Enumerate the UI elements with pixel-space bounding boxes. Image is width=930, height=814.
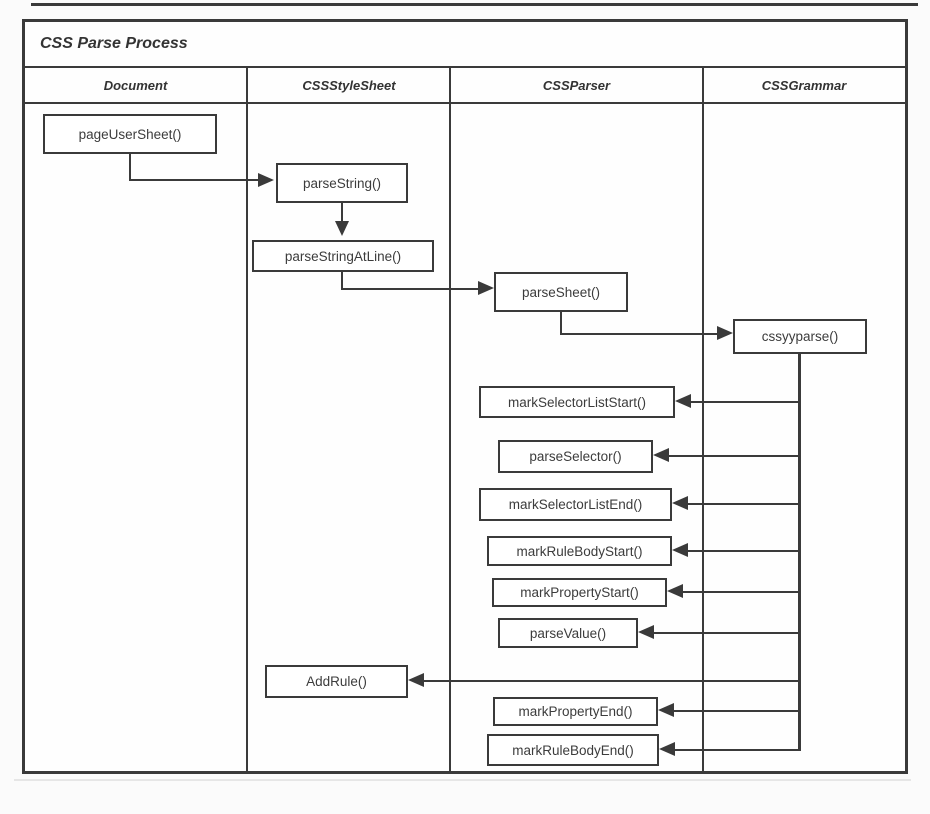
node-parsestringatline: parseStringAtLine() (252, 240, 434, 272)
node-cssyyparse: cssyyparse() (733, 319, 867, 354)
edge-cssyyparse-markselectorlistend-segment (688, 503, 800, 505)
edge-cssyyparse-parseselector-segment (669, 455, 800, 457)
edge-pageusersheet-parsestring-segment (129, 179, 260, 181)
node-parseselector: parseSelector() (498, 440, 653, 473)
node-addrule: AddRule() (265, 665, 408, 698)
arrowhead-left-icon (653, 448, 669, 462)
node-pageusersheet: pageUserSheet() (43, 114, 217, 154)
node-markpropertystart: markPropertyStart() (492, 578, 667, 607)
node-markpropertyend: markPropertyEnd() (493, 697, 658, 726)
edge-cssyyparse-addrule-segment (424, 680, 800, 682)
arrowhead-left-icon (659, 742, 675, 756)
arrowhead-left-icon (672, 496, 688, 510)
node-parsevalue: parseValue() (498, 618, 638, 648)
node-markselectorlistend: markSelectorListEnd() (479, 488, 672, 521)
node-parsesheet: parseSheet() (494, 272, 628, 312)
edge-pageusersheet-parsestring-segment (129, 153, 131, 181)
arrowhead-left-icon (672, 543, 688, 557)
lane-divider (246, 66, 248, 771)
edge-parsestringatline-parsesheet-segment (341, 270, 343, 290)
frame-shadow (14, 779, 911, 781)
edge-cssyyparse-parsevalue-segment (654, 632, 800, 634)
edge-cssyyparse-markpropertyend-segment (674, 710, 800, 712)
title-divider (25, 66, 905, 68)
node-parsestring: parseString() (276, 163, 408, 203)
edge-parsesheet-cssyyparse-segment (560, 310, 562, 335)
edge-cssyyparse-markselectorliststart-segment (691, 401, 800, 403)
edge-parsestringatline-parsesheet-segment (341, 288, 478, 290)
edge-cssyyparse-markrulebodystart-segment (688, 550, 800, 552)
lane-header-document: Document (103, 77, 168, 93)
node-markselectorliststart: markSelectorListStart() (479, 386, 675, 418)
arrowhead-down-icon (335, 221, 349, 236)
arrowhead-left-icon (667, 584, 683, 598)
node-markrulebodyend: markRuleBodyEnd() (487, 734, 659, 766)
arrowhead-left-icon (638, 625, 654, 639)
edge-parsestring-parsestringatline-segment (341, 201, 343, 223)
header-divider (25, 102, 905, 104)
arrowhead-right-icon (717, 326, 733, 340)
arrowhead-left-icon (675, 394, 691, 408)
arrowhead-left-icon (408, 673, 424, 687)
arrowhead-right-icon (258, 173, 274, 187)
lane-divider (449, 66, 451, 771)
arrowhead-left-icon (658, 703, 674, 717)
lane-header-cssstylesheet: CSSStyleSheet (302, 77, 396, 93)
lane-header-cssparser: CSSParser (542, 77, 611, 93)
edge-cssyyparse-markpropertystart-segment (683, 591, 800, 593)
top-edge-line (31, 3, 918, 6)
arrowhead-right-icon (478, 281, 494, 295)
node-markrulebodystart: markRuleBodyStart() (487, 536, 672, 566)
edge-parsesheet-cssyyparse-segment (560, 333, 717, 335)
diagram-title: CSS Parse Process (40, 35, 188, 52)
edge-cssyyparse-markrulebodyend-segment (675, 749, 801, 751)
lane-header-cssgrammar: CSSGrammar (761, 77, 847, 93)
lane-divider (702, 66, 704, 771)
